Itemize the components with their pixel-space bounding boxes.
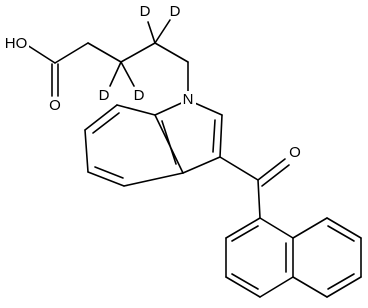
bond-c7a-c7: [116, 104, 156, 116]
atom-label-o-carboxyl: O: [49, 97, 61, 114]
bond-c5-c4-inner: [94, 166, 124, 179]
bond-c3-carbonyl: [219, 156, 259, 181]
bond-n8-n7-inner: [327, 225, 355, 242]
bond-carbonyl-o-a: [257, 158, 286, 181]
bond-c5-c4: [87, 171, 125, 187]
bond-c1-c2: [54, 42, 89, 64]
atom-label-d2: D: [170, 3, 181, 20]
bond-n3-n4-inner: [231, 273, 259, 290]
bond-carbonyl-o-b: [261, 164, 290, 187]
bond-c4-d-left: [147, 21, 156, 44]
bond-n3-n4: [225, 276, 261, 298]
butanoic-acid-chain: [26, 19, 189, 97]
naphthalene-ring: [225, 217, 362, 298]
indole-ring: [84, 99, 223, 187]
bond-c7-c6-inner: [92, 112, 120, 134]
mask-o-carboxyl: [48, 97, 62, 114]
bond-c2-c3: [87, 42, 122, 63]
ketone-linker: [219, 156, 290, 219]
bond-c3-c3a: [182, 156, 221, 174]
bond-n8a-n1: [259, 217, 294, 239]
atom-label-d4: D: [134, 87, 145, 104]
bond-c3-d-right: [120, 61, 135, 87]
bond-n6-n5-inner: [327, 273, 355, 290]
bond-c4-c3a: [123, 172, 184, 187]
bond-c3-d-left: [109, 61, 122, 87]
mask-n-indole: [181, 91, 196, 109]
bond-c3a-c7a-inner: [161, 120, 177, 165]
bond-c4-c5: [154, 42, 189, 63]
mask-o-ketone: [288, 144, 303, 162]
bond-carbonyl-naph: [257, 179, 261, 219]
atom-labels: HO O D D D D N O: [3, 3, 303, 162]
bond-n1-n2: [225, 217, 261, 239]
bond-n5-n4a: [292, 276, 328, 298]
atom-label-d1: D: [140, 3, 151, 20]
bond-c4-d-right: [154, 19, 171, 44]
atom-label-o-ketone: O: [289, 144, 301, 161]
bond-c3-c4: [120, 42, 156, 63]
bond-c2-c3-inner: [212, 119, 216, 153]
bond-n8a-n8: [292, 217, 328, 239]
bond-n4-n4a: [259, 276, 294, 298]
bond-n8-n7: [326, 217, 362, 239]
bond-ho-c1: [26, 44, 56, 64]
bond-n1-n2-inner: [231, 225, 259, 242]
bond-n6-n5: [326, 276, 362, 298]
atom-label-n-indole: N: [183, 91, 194, 108]
bond-c7-c6: [84, 104, 118, 131]
atom-label-d3: D: [99, 87, 110, 104]
atom-label-ho: HO: [5, 35, 28, 52]
bond-c6-c5: [84, 129, 89, 173]
mask-ho: [3, 35, 29, 53]
bond-c2-c3: [219, 114, 223, 158]
